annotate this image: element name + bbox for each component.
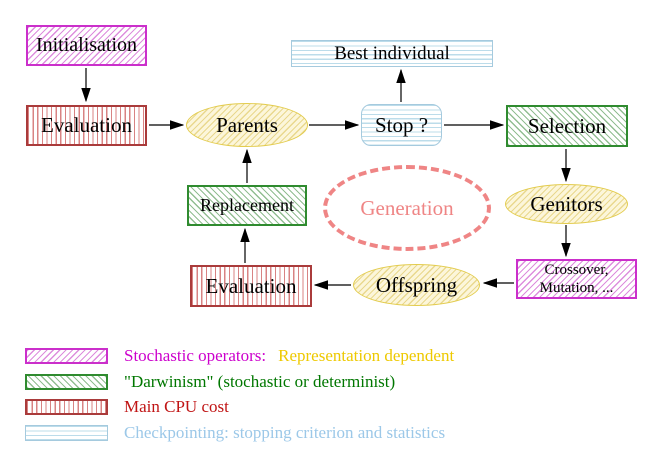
magenta-diagonal-hatch-swatch (25, 348, 108, 364)
legend-row-darwinism: "Darwinism" (stochastic or determinist) (25, 372, 395, 392)
legend-row-checkpointing: Checkpointing: stopping criterion and st… (25, 423, 445, 443)
crossover-line1: Crossover, (544, 262, 609, 278)
node-best-individual: Best individual (291, 40, 493, 67)
node-offspring: Offspring (353, 264, 480, 306)
node-genitors: Genitors (505, 184, 628, 224)
crossover-line2: Mutation, ... (539, 280, 614, 296)
node-replacement: Replacement (187, 185, 307, 226)
node-selection: Selection (506, 105, 628, 147)
generation-cycle-ellipse: Generation (323, 165, 491, 251)
legend-label-checkpointing: Checkpointing: stopping criterion and st… (124, 423, 446, 442)
node-initialisation: Initialisation (26, 25, 147, 66)
node-crossover-mutation: Crossover, Mutation, ... (516, 259, 637, 299)
legend-label-representation: Representation dependent (278, 346, 455, 365)
legend-label-stochastic: Stochastic operators: (124, 346, 267, 365)
red-vertical-stripes-swatch (25, 399, 108, 415)
node-evaluation-top: Evaluation (26, 105, 147, 146)
legend-row-stochastic-operators: Stochastic operators: Representation dep… (25, 346, 454, 366)
legend-label-darwinism: "Darwinism" (stochastic or determinist) (124, 372, 396, 391)
legend-row-cpu-cost: Main CPU cost (25, 397, 229, 417)
legend-label-cpu-cost: Main CPU cost (124, 397, 229, 416)
green-diagonal-hatch-swatch (25, 374, 108, 390)
cyan-horizontal-stripes-swatch (25, 425, 108, 441)
node-evaluation-bottom: Evaluation (190, 265, 312, 307)
node-stop-test: Stop ? (361, 104, 442, 146)
node-parents: Parents (186, 103, 308, 147)
